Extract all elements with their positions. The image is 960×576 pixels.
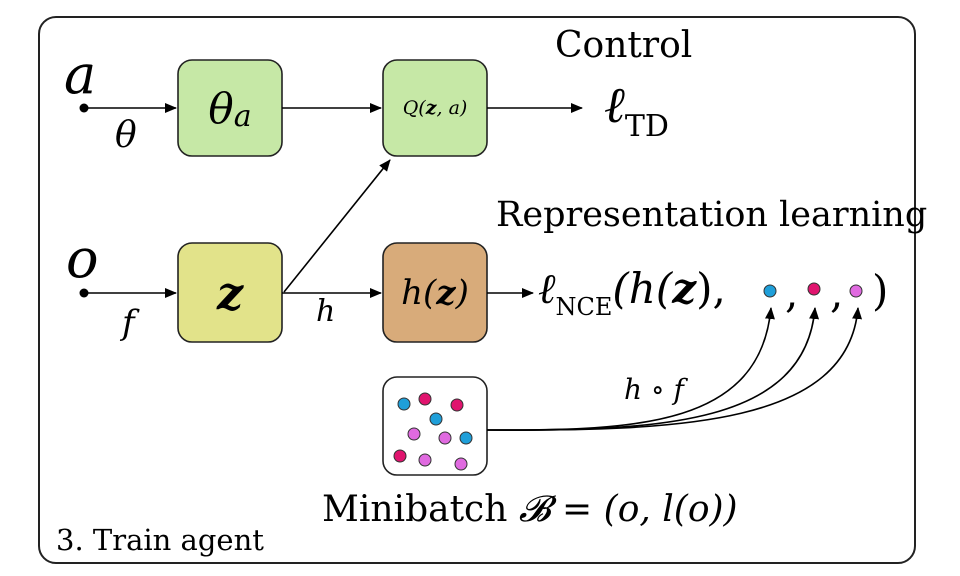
q-prefix: Q( [402,97,426,119]
observation-input-label: o [66,227,99,290]
h-circ-f-edge-label: h ∘ f [624,373,684,406]
theta-subscript: a [233,98,252,134]
sample-dot [407,427,421,441]
nce-loss: ℓNCE(h(z), [538,268,726,320]
nce-separator-1: , [785,268,799,317]
control-title: Control [555,25,693,66]
theta-symbol: θ [208,83,234,133]
nce-open: (h( [612,264,673,313]
observation-input-dot [79,288,89,298]
td-subscript: TD [624,109,669,144]
nce-magenta-dot [849,284,863,298]
h-z-z: z [436,272,456,313]
nce-z: z [672,264,697,313]
sample-dot [393,449,407,463]
minibatch-caption-suffix: = (o, l(o)) [550,489,738,530]
minibatch-to-blue-arrow [486,307,775,431]
theta-edge-label: θ [115,115,137,156]
representation-learning-title: Representation learning [496,195,928,235]
h-z-label: h(z) [383,243,487,342]
minibatch-to-red-arrow [486,307,820,431]
nce-close-arg: ), [696,264,726,313]
minibatch-dots [393,392,473,471]
sample-dot [429,412,443,426]
f-edge-label: f [122,303,135,343]
minibatch-to-magenta-arrow [486,307,863,431]
q-z: z [425,97,437,119]
minibatch-caption: Minibatch 𝓑 = (o, l(o)) [322,492,738,528]
h-z-prefix: h( [401,272,437,313]
z-symbol: z [216,265,244,320]
nce-blue-dot [763,284,777,298]
q-suffix: , a) [436,97,468,119]
nce-ell: ℓ [538,264,556,313]
sample-dot [459,431,473,445]
z-to-q-arrow [283,159,391,293]
nce-red-dot [807,282,821,296]
z-label: z [178,243,282,342]
h-edge-label: h [316,294,336,329]
sample-dot [418,453,432,467]
minibatch-symbol: 𝓑 [518,489,551,530]
sample-dot [454,457,468,471]
action-input-label: a [64,43,97,106]
nce-subscript: NCE [555,293,613,321]
td-loss: ℓTD [604,80,669,142]
sample-dot [397,397,411,411]
action-input-dot [79,103,89,113]
train-agent-label: 3. Train agent [56,523,264,557]
td-ell: ℓ [604,76,625,134]
minibatch-caption-prefix: Minibatch [322,489,519,530]
nce-separator-2: , [830,268,844,317]
sample-dot [450,398,464,412]
sample-dot [418,392,432,406]
q-label: Q(z, a) [383,60,487,156]
nce-close: ) [872,266,889,315]
train-agent-panel [38,16,916,564]
sample-dot [438,431,452,445]
h-z-suffix: ) [455,272,469,313]
